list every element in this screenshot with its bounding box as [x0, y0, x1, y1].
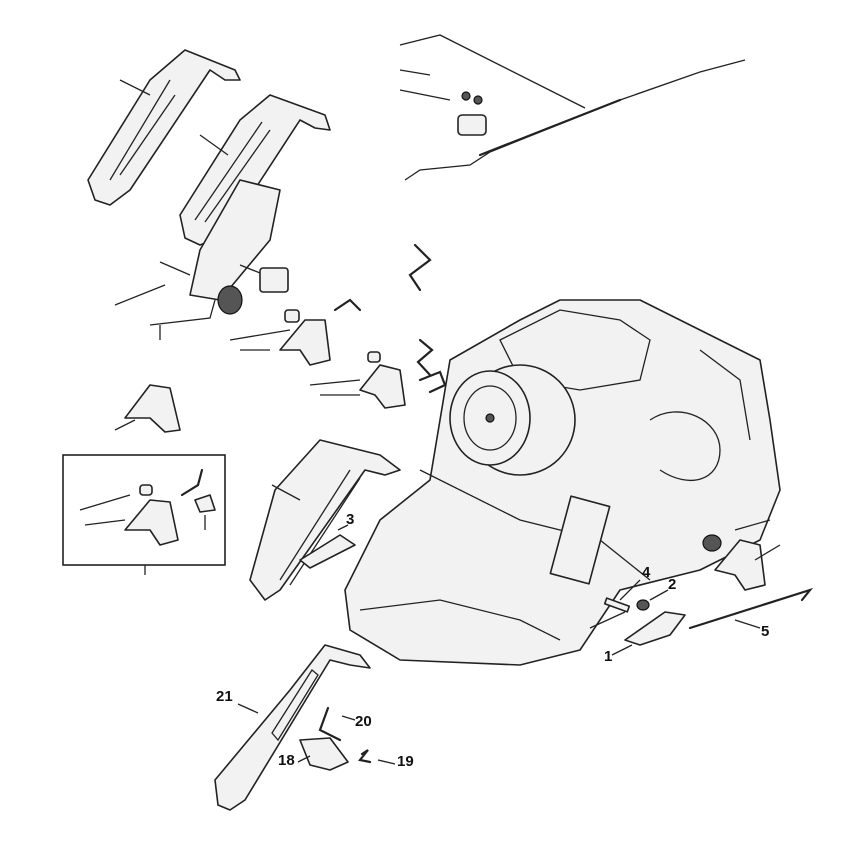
leader-line-3 — [337, 524, 349, 531]
rear-handle-part — [87, 49, 241, 206]
rear-handle-part — [179, 94, 331, 301]
throttle-trigger-parts — [589, 519, 814, 656]
callout-2: 2 — [668, 576, 677, 593]
callout-20: 20 — [355, 713, 372, 730]
callout-19: 19 — [397, 753, 414, 770]
callout-21: 21 — [216, 688, 233, 705]
callout-5: 5 — [761, 623, 770, 640]
callout-4: 4 — [642, 564, 651, 581]
handle-part-21 — [214, 644, 396, 811]
engine-housing — [344, 299, 781, 666]
throttle-cable — [399, 34, 746, 181]
handle-part — [249, 439, 401, 601]
flywheel — [449, 364, 576, 476]
callout-18: 18 — [278, 752, 295, 769]
callout-1: 1 — [604, 648, 613, 665]
detail-inset — [62, 454, 226, 575]
callout-3: 3 — [346, 511, 355, 528]
trigger-parts — [114, 243, 447, 433]
